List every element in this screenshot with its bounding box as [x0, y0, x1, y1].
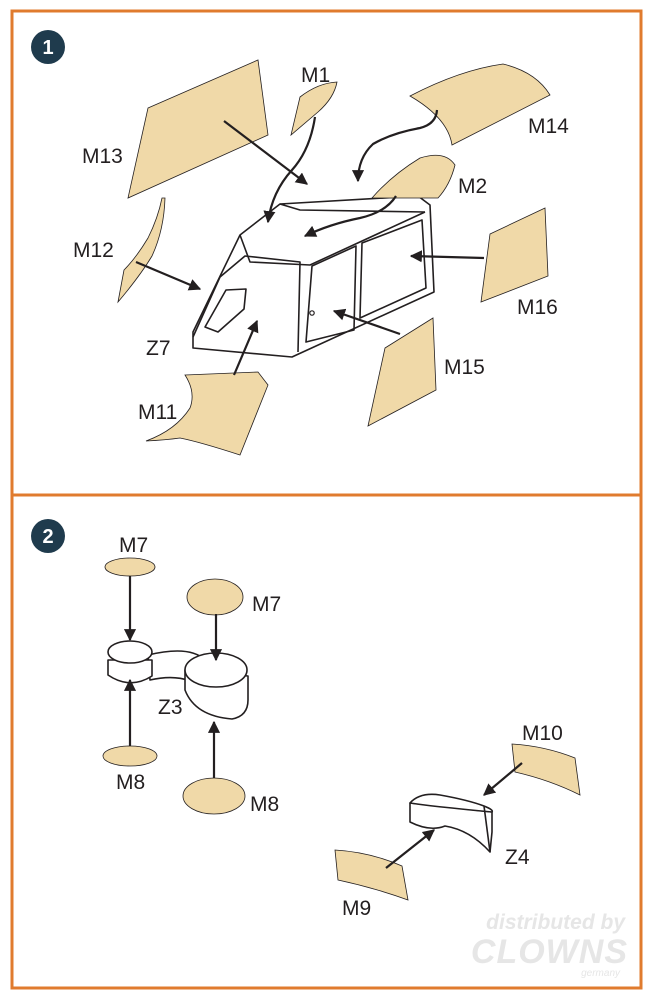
- label-m12: M12: [73, 239, 114, 262]
- mask-m14: [409, 63, 551, 146]
- lamp-z4-part: [409, 793, 494, 853]
- mask-m10: [511, 743, 581, 796]
- mask-m12: [117, 197, 166, 304]
- label-m15: M15: [444, 356, 485, 379]
- label-m1: M1: [301, 64, 330, 87]
- mask-m16: [480, 207, 549, 303]
- arrow-m14: [351, 109, 439, 183]
- arrow-m9: [385, 829, 435, 869]
- label-m7-left: M7: [119, 534, 148, 557]
- mask-m9: [334, 849, 409, 901]
- arrow-m16: [409, 250, 485, 263]
- step1-badge: 1: [31, 30, 65, 64]
- arrow-m2: [303, 195, 397, 237]
- label-m9: M9: [342, 897, 371, 920]
- step1-number: 1: [42, 37, 53, 59]
- arrow-m10: [483, 762, 523, 796]
- step2-badge: 2: [31, 519, 65, 553]
- label-z3: Z3: [158, 696, 183, 719]
- lamp-z3-part: [107, 640, 249, 720]
- step2-number: 2: [42, 526, 53, 548]
- mask-m7-right: [186, 578, 244, 616]
- label-m13: M13: [82, 145, 123, 168]
- label-m8-left: M8: [116, 771, 145, 794]
- label-m10: M10: [522, 722, 563, 745]
- arrow-m1: [263, 116, 317, 224]
- arrow-m15: [332, 308, 401, 336]
- mask-m7-left: [104, 557, 156, 577]
- watermark-line2: CLOWNS: [471, 933, 628, 971]
- watermark-line1: distributed by: [486, 911, 626, 934]
- label-m8-right: M8: [250, 793, 279, 816]
- label-m14: M14: [528, 115, 569, 138]
- label-m7-right: M7: [252, 593, 281, 616]
- mask-m2: [371, 154, 456, 199]
- arrow-m11: [232, 319, 259, 376]
- arrow-m13: [223, 120, 308, 185]
- distributor-watermark: distributed by CLOWNS germany: [471, 911, 628, 979]
- step2-panel: [10, 493, 643, 990]
- mask-m1: [290, 81, 338, 137]
- mask-m8-left: [102, 745, 158, 767]
- watermark-line3: germany: [581, 968, 621, 979]
- mask-m11: [145, 371, 269, 456]
- label-z4: Z4: [505, 846, 530, 869]
- mask-m8-right: [182, 777, 246, 815]
- arrow-m12: [135, 260, 202, 291]
- mask-m13: [127, 59, 269, 199]
- label-m16: M16: [517, 296, 558, 319]
- label-m2: M2: [458, 175, 487, 198]
- label-z7: Z7: [146, 337, 171, 360]
- canopy-z7-part: [192, 195, 435, 358]
- mask-m15: [367, 317, 437, 427]
- label-m11: M11: [138, 401, 177, 424]
